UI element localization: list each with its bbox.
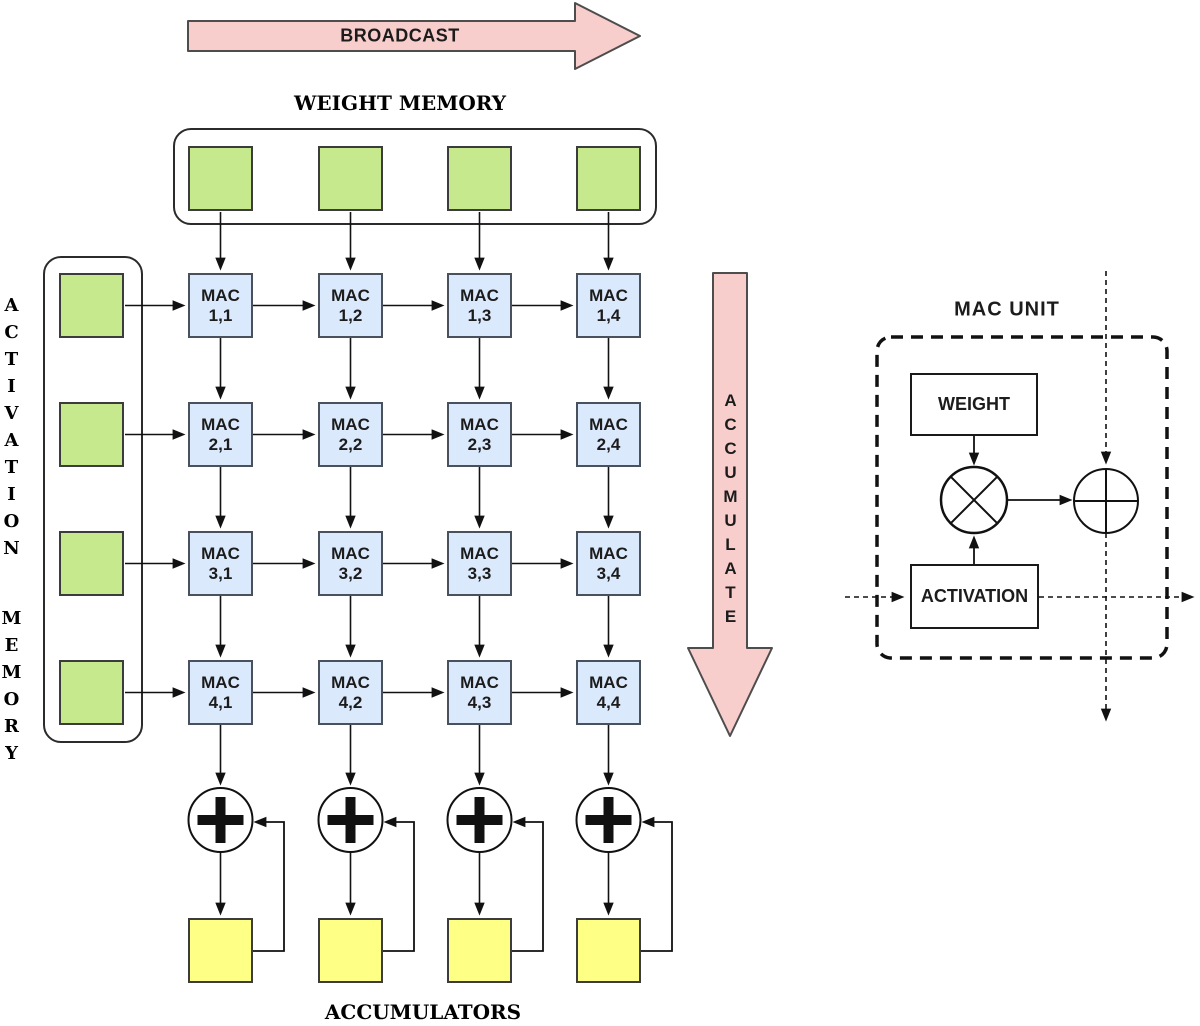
weight-memory-container (173, 128, 657, 225)
adder-circle (317, 787, 384, 853)
mac-unit-3-3: MAC 3,3 (447, 531, 512, 596)
detail-weight-box: WEIGHT (910, 373, 1038, 436)
mac-unit-4-4: MAC 4,4 (576, 660, 641, 725)
mac-unit-2-4: MAC 2,4 (576, 402, 641, 467)
mac-unit-2-3: MAC 2,3 (447, 402, 512, 467)
mac-unit-2-1: MAC 2,1 (188, 402, 253, 467)
plus-icon (345, 797, 356, 843)
plus-icon (197, 815, 244, 825)
mac-unit-3-4: MAC 3,4 (576, 531, 641, 596)
activation-cell-4 (59, 660, 124, 725)
mac-unit-title: MAC UNIT (954, 298, 1060, 321)
multiplier-circle (939, 465, 1009, 535)
mac-unit-4-2: MAC 4,2 (318, 660, 383, 725)
plus-icon (456, 815, 503, 825)
accumulate-label: ACCUMULATE (721, 391, 740, 631)
weight-cell-4 (576, 146, 641, 211)
accumulator-cell-2 (318, 918, 383, 983)
weight-cell-3 (447, 146, 512, 211)
mac-unit-3-1: MAC 3,1 (188, 531, 253, 596)
activation-cell-1 (59, 273, 124, 338)
detail-adder-circle (1073, 468, 1139, 534)
weight-cell-1 (188, 146, 253, 211)
feedback-loop (383, 816, 415, 952)
multiply-icon (949, 475, 999, 525)
mac-unit-2-2: MAC 2,2 (318, 402, 383, 467)
plus-icon (474, 797, 485, 843)
multiply-icon (949, 475, 999, 525)
weight-cell-2 (318, 146, 383, 211)
plus-icon (603, 797, 614, 843)
adder-circle (187, 787, 254, 853)
broadcast-label: BROADCAST (340, 25, 460, 46)
adder-circle (446, 787, 513, 853)
activation-memory-label: ACTIVATION MEMORY (1, 295, 22, 770)
accumulator-cell-3 (447, 918, 512, 983)
accumulators-label: ACCUMULATORS (324, 1000, 522, 1024)
adder-circles (187, 787, 642, 853)
feedback-loop (512, 816, 544, 952)
mac-unit-4-1: MAC 4,1 (188, 660, 253, 725)
accumulator-cell-1 (188, 918, 253, 983)
mac-unit-1-3: MAC 1,3 (447, 273, 512, 338)
mac-unit-1-2: MAC 1,2 (318, 273, 383, 338)
activation-cell-3 (59, 531, 124, 596)
plus-icon (215, 797, 226, 843)
detail-activation-box: ACTIVATION (910, 564, 1039, 629)
feedback-loop (641, 816, 673, 952)
plus-icon (327, 815, 374, 825)
feedback-loop (253, 816, 285, 952)
accumulator-cell-4 (576, 918, 641, 983)
mac-unit-4-3: MAC 4,3 (447, 660, 512, 725)
mac-unit-1-4: MAC 1,4 (576, 273, 641, 338)
adder-circle (575, 787, 642, 853)
weight-memory-label: WEIGHT MEMORY (293, 91, 507, 115)
mac-unit-1-1: MAC 1,1 (188, 273, 253, 338)
activation-memory-container (43, 256, 143, 743)
plus-icon (585, 815, 632, 825)
mac-unit-3-2: MAC 3,2 (318, 531, 383, 596)
activation-cell-2 (59, 402, 124, 467)
